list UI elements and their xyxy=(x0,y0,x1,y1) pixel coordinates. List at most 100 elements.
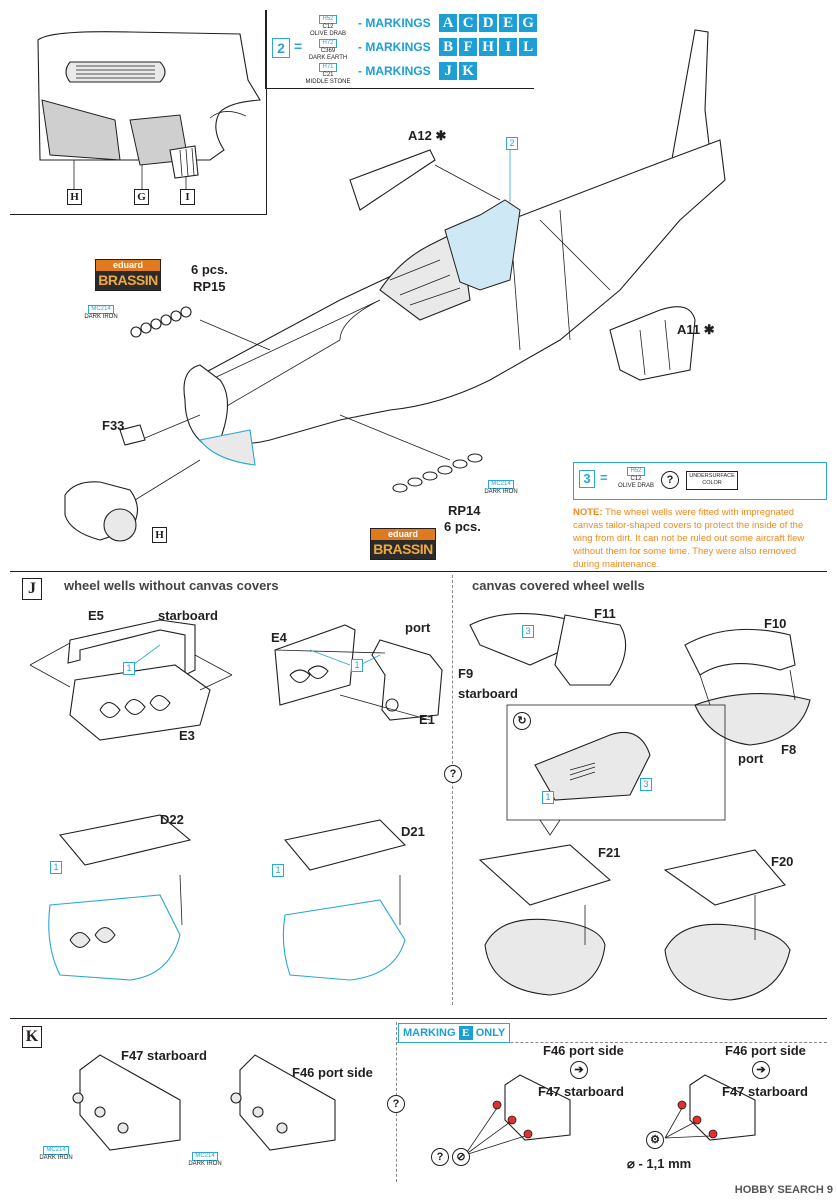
marking-letter: B xyxy=(439,38,458,56)
rp14-label: RP14 xyxy=(448,503,481,518)
question-icon: ? xyxy=(444,765,462,783)
detail-inset-frame xyxy=(10,10,267,215)
k-f46-port-side-2: F46 port side xyxy=(543,1043,624,1058)
callout-1: 1 xyxy=(123,662,135,675)
drill-icon: ➔ xyxy=(752,1061,770,1079)
inset-label-h: H xyxy=(67,189,82,205)
mc214-paint-3: MC214 DARK IRON xyxy=(39,1146,73,1161)
k-f47-starboard-2: F47 starboard xyxy=(538,1084,624,1099)
question-icon: ? xyxy=(661,471,679,489)
marking-letter: A xyxy=(439,14,458,32)
part-f21: F21 xyxy=(598,845,621,860)
section-j-letter: J xyxy=(22,578,42,600)
part-f9: F9 xyxy=(458,666,474,681)
k-f47-starboard-3: F47 starboard xyxy=(722,1084,808,1099)
part-e3: E3 xyxy=(179,728,195,743)
callout-1: 1 xyxy=(50,861,62,874)
section-j-drawing xyxy=(29,613,811,1001)
section-j-top-rule xyxy=(10,571,827,572)
step3-paint-olive-drab: H52 C12 OLIVE DRAB xyxy=(617,467,654,489)
part-e4: E4 xyxy=(271,630,287,645)
marking-letter: F xyxy=(459,38,478,56)
part-f11: F11 xyxy=(594,606,616,621)
fuselage-drawing xyxy=(64,29,726,542)
rp15-count: 6 pcs. xyxy=(191,262,228,277)
section-k-drawing xyxy=(72,1054,756,1156)
part-e5: E5 xyxy=(88,608,104,623)
markings-word: - MARKINGS xyxy=(358,64,431,78)
section-j-left-title: wheel wells without canvas covers xyxy=(64,578,279,593)
page-number: 9 xyxy=(826,1184,833,1196)
marking-letter: J xyxy=(439,62,458,80)
markings-step-number: 2 xyxy=(272,38,290,58)
callout-3: 3 xyxy=(640,778,652,791)
part-f20: F20 xyxy=(771,854,794,869)
part-d22: D22 xyxy=(160,812,184,827)
marking-letter: I xyxy=(499,38,518,56)
part-a12-label: A12 ✱ xyxy=(408,128,447,143)
marking-letter: G xyxy=(519,14,538,32)
callout-3: 3 xyxy=(522,625,534,638)
callout-1: 1 xyxy=(351,659,363,672)
k-f46-port-side: F46 port side xyxy=(292,1065,373,1080)
canopy-callout: 2 xyxy=(506,137,518,150)
section-k-subrule xyxy=(396,1042,827,1043)
undersurface-color-box: UNDERSURFACE COLOR xyxy=(686,471,738,490)
e5-starboard: starboard xyxy=(158,608,218,623)
inset-label-i: I xyxy=(180,189,195,205)
marking-letter: E xyxy=(499,14,518,32)
marking-letter: L xyxy=(519,38,538,56)
glue-icon: ✱ xyxy=(703,322,715,337)
inset-drawing xyxy=(37,31,261,190)
e4-port: port xyxy=(405,620,431,635)
paint-dark-earth: H72 C369 DARK EARTH xyxy=(308,39,348,61)
rp15-label: RP15 xyxy=(193,279,226,294)
k-f47-starboard: F47 starboard xyxy=(121,1048,207,1063)
marking-letter: D xyxy=(479,14,498,32)
brassin-logo-1: eduard BRASSIN xyxy=(95,259,161,291)
question-icon: ? xyxy=(431,1148,449,1166)
marking-e-only-banner: MARKING E ONLY xyxy=(398,1023,511,1043)
k-f46-port-side-3: F46 port side xyxy=(725,1043,806,1058)
part-f33-label: F33 xyxy=(102,418,125,433)
drill-bit-icon: ⚙ xyxy=(646,1131,664,1149)
mc214-paint-1: MC214 DARK IRON xyxy=(84,305,118,320)
mc214-paint-2: MC214 DARK IRON xyxy=(484,480,518,495)
inset-label-g: G xyxy=(134,189,149,205)
mc214-paint-4: MC214 DARK IRON xyxy=(188,1152,222,1167)
callout-1: 1 xyxy=(542,791,554,804)
f9-starboard: starboard xyxy=(458,686,518,701)
callout-1: 1 xyxy=(272,864,284,877)
step3-equals: = xyxy=(600,470,608,485)
rotate-icon: ↻ xyxy=(513,712,531,730)
drill-icon: ➔ xyxy=(570,1061,588,1079)
canvas-note: NOTE: The wheel wells were fitted with i… xyxy=(573,507,805,570)
rp14-count: 6 pcs. xyxy=(444,519,481,534)
markings-word: - MARKINGS xyxy=(358,16,431,30)
part-a11-label: A11 ✱ xyxy=(677,322,715,337)
brassin-logo-2: eduard BRASSIN xyxy=(370,528,436,560)
section-k-letter: K xyxy=(22,1026,42,1048)
part-d21: D21 xyxy=(401,824,425,839)
step3-box xyxy=(573,462,827,500)
section-j-right-title: canvas covered wheel wells xyxy=(472,578,645,593)
marking-letter: K xyxy=(459,62,478,80)
part-e1: E1 xyxy=(419,712,435,727)
section-j-divider xyxy=(452,575,453,1005)
part-f8: F8 xyxy=(781,742,797,757)
step3-number: 3 xyxy=(579,470,595,488)
glue-icon: ✱ xyxy=(435,128,447,143)
f8-port: port xyxy=(738,751,764,766)
marking-letter: E xyxy=(458,1026,473,1040)
marking-letter: H xyxy=(479,38,498,56)
paint-middle-stone: H71 C21 MIDDLE STONE xyxy=(305,63,351,85)
drill-diameter: ⌀ - 1,1 mm xyxy=(627,1156,692,1171)
part-h-box: H xyxy=(152,527,167,543)
markings-word: - MARKINGS xyxy=(358,40,431,54)
markings-frame xyxy=(265,10,534,89)
cut-icon: ⊘ xyxy=(452,1148,470,1166)
section-k-top-rule xyxy=(10,1018,827,1019)
